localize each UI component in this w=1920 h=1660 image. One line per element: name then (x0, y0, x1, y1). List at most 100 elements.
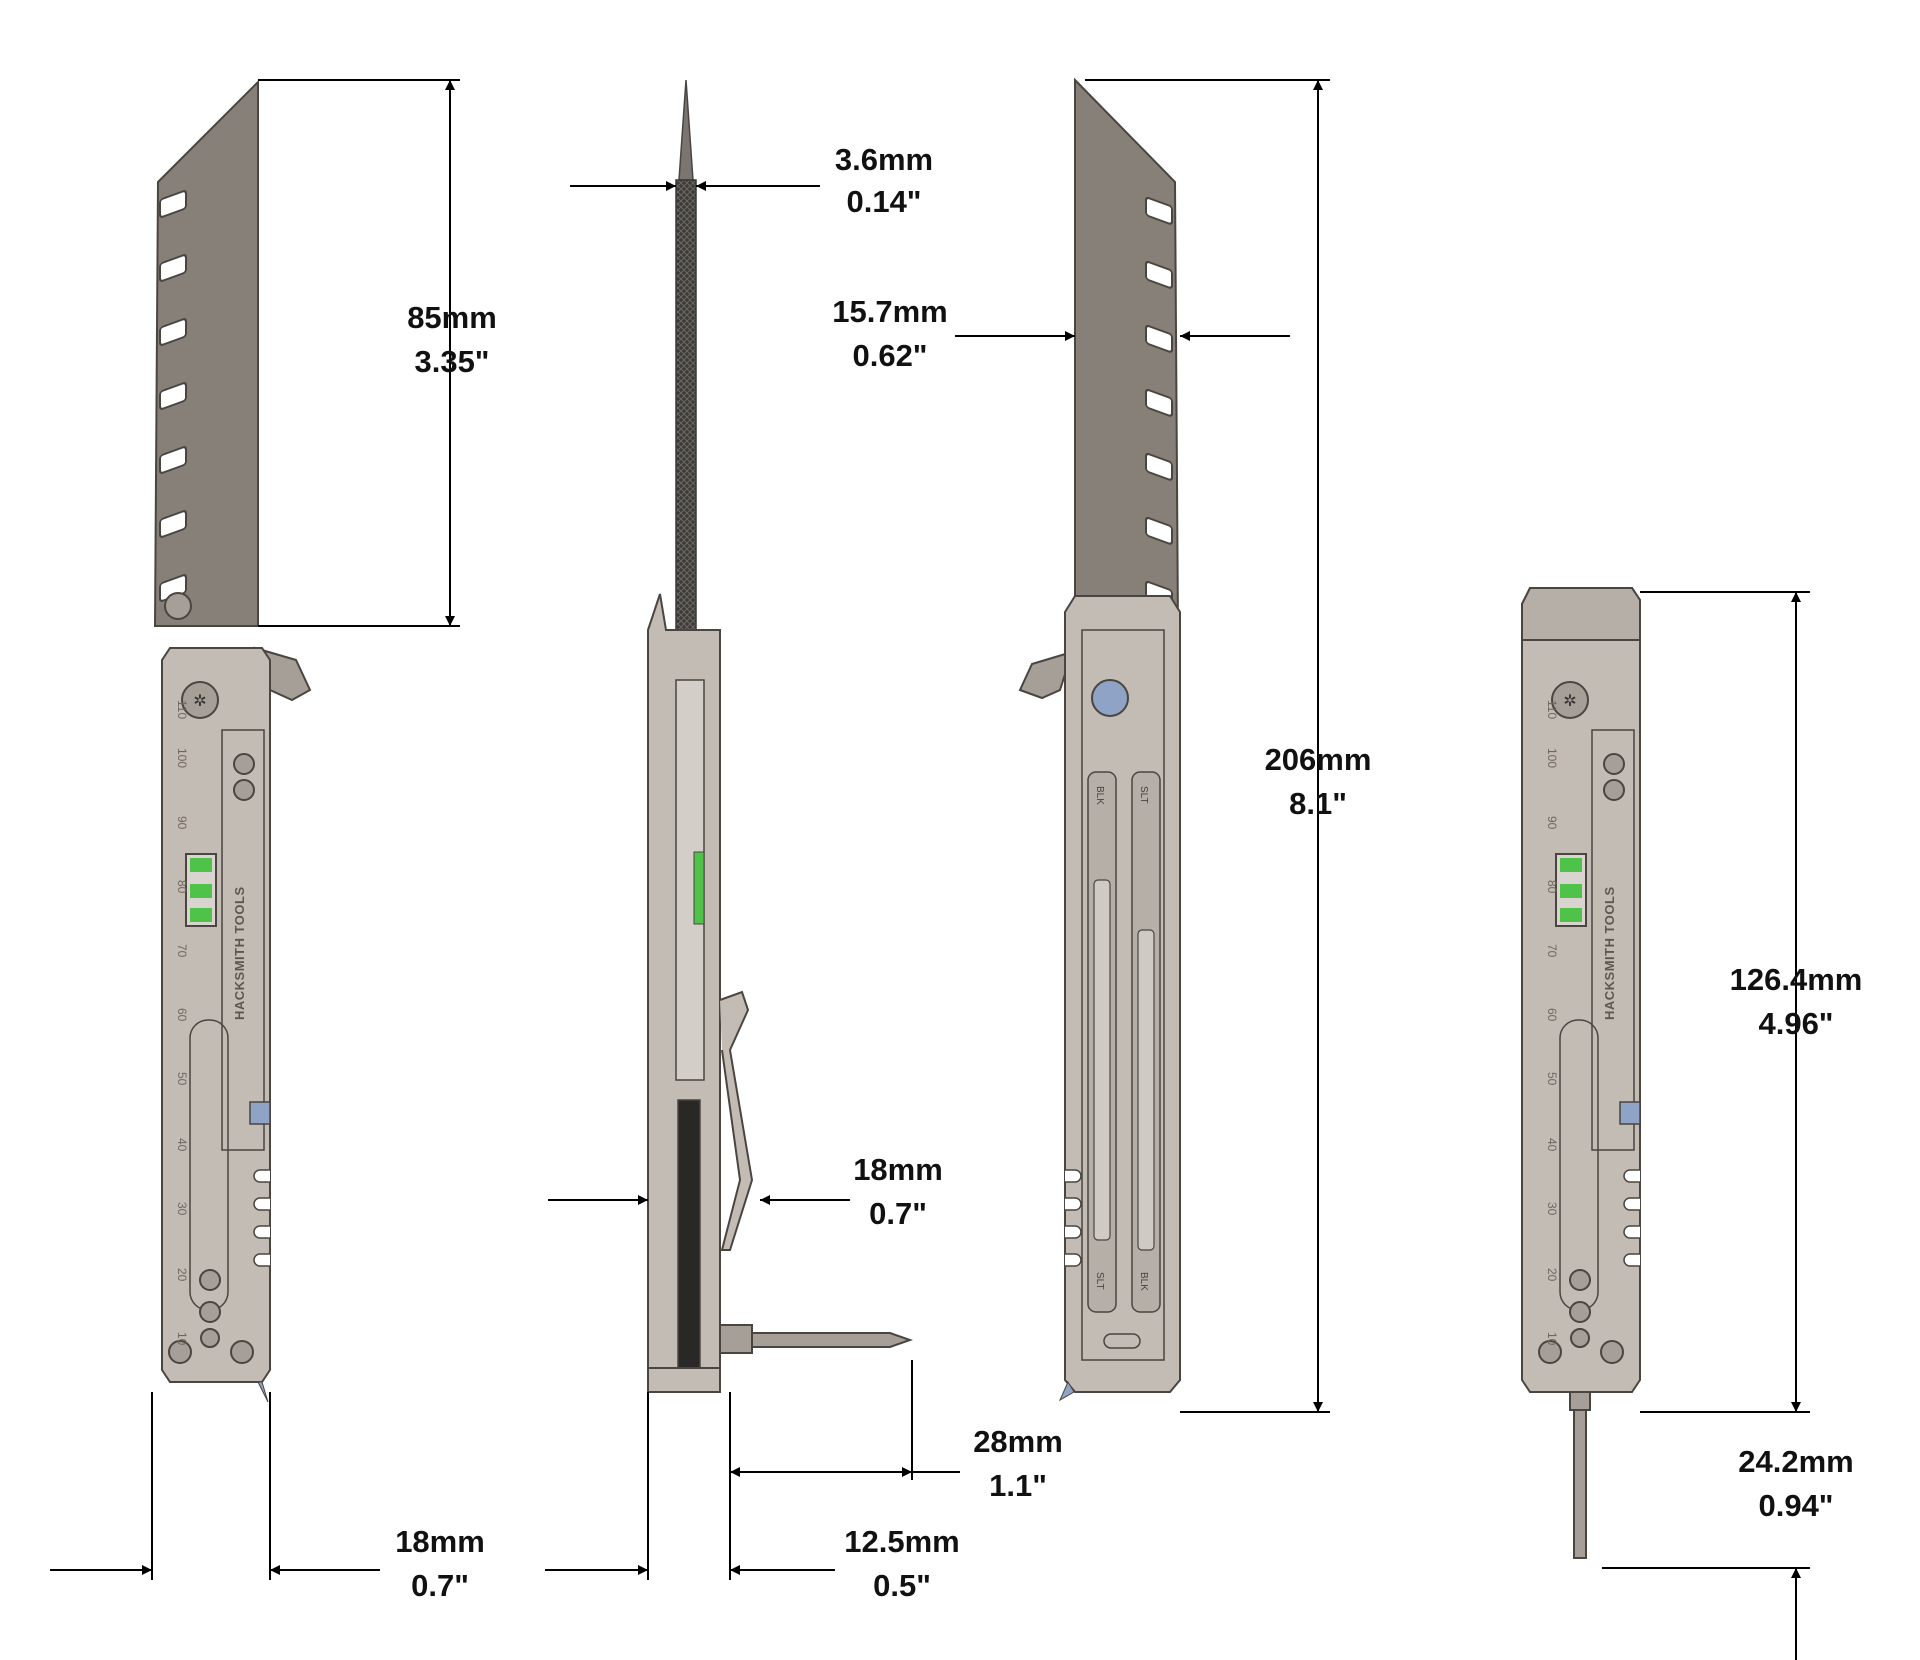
spike-width-mm: 3.6mm (835, 142, 933, 177)
side-offset-in: 0.5" (873, 1568, 931, 1603)
handle-width-mm: 18mm (395, 1524, 485, 1559)
blade-length-in: 3.35" (414, 344, 489, 379)
svg-text:90: 90 (175, 816, 189, 830)
svg-text:100: 100 (1545, 748, 1559, 768)
svg-text:70: 70 (175, 944, 189, 958)
handle-inner-frame (221, 729, 265, 1151)
screw-icon (1600, 1340, 1624, 1364)
svg-text:20: 20 (1545, 1268, 1559, 1282)
side-thickness-in: 0.7" (869, 1196, 927, 1231)
screw-icon (1569, 1301, 1591, 1323)
closed-length-in: 4.96" (1758, 1006, 1833, 1041)
blade-stop-pin (164, 592, 192, 620)
lanyard-slot (1103, 1333, 1141, 1349)
clip-label: SLT (1138, 786, 1149, 804)
side-offset-mm: 12.5mm (844, 1524, 959, 1559)
overall-length-in: 8.1" (1289, 786, 1347, 821)
side-clip (719, 990, 754, 1251)
blade-width-in: 0.62" (852, 338, 927, 373)
screw-icon (1538, 1340, 1562, 1364)
spike-width-in: 0.14" (846, 184, 921, 219)
side-bit-holder (719, 1324, 753, 1354)
bubble-level (185, 853, 217, 927)
ruler-scale-front: 110 100 90 80 70 60 50 40 30 20 10 (175, 700, 189, 1346)
closed-length-mm: 126.4mm (1730, 962, 1863, 997)
lanyard-screw-closed (1570, 1328, 1590, 1348)
screw-icon (199, 1269, 221, 1291)
handle-inner-frame-closed (1591, 729, 1635, 1151)
bit-length-in: 1.1" (989, 1468, 1047, 1503)
grip-notches (253, 1169, 270, 1267)
svg-text:80: 80 (1545, 880, 1559, 894)
dimension-lines (50, 79, 1810, 1660)
flipper-tab-back (1018, 650, 1074, 700)
blade-width-mm: 15.7mm (832, 294, 947, 329)
svg-text:60: 60 (175, 1008, 189, 1022)
driver-collar (1569, 1391, 1591, 1411)
blade-length-mm: 85mm (407, 300, 497, 335)
screw-icon (233, 779, 255, 801)
side-thickness-mm: 18mm (853, 1152, 943, 1187)
svg-text:40: 40 (175, 1138, 189, 1152)
bit-right (1137, 929, 1155, 1251)
svg-text:110: 110 (1545, 700, 1559, 719)
front-view-open: ✲ HACKSMITH TOOLS 110 100 90 80 70 (153, 79, 312, 1403)
svg-text:100: 100 (175, 748, 189, 768)
bit-left (1093, 879, 1111, 1241)
brand-text-closed: HACKSMITH TOOLS (1602, 886, 1617, 1020)
closed-spine (1521, 587, 1641, 641)
closed-view: ✲ HACKSMITH TOOLS 110 100 90 80 (1521, 587, 1641, 1559)
svg-text:80: 80 (175, 880, 189, 894)
overall-length-mm: 206mm (1265, 742, 1372, 777)
clip-label: BLK (1094, 786, 1105, 805)
svg-text:90: 90 (1545, 816, 1559, 830)
svg-text:30: 30 (1545, 1202, 1559, 1216)
blade-slots (159, 190, 187, 602)
svg-text:10: 10 (1545, 1332, 1559, 1346)
svg-text:10: 10 (175, 1332, 189, 1346)
screw-icon (1569, 1269, 1591, 1291)
handle-back-panel (1081, 629, 1165, 1361)
bit-length-mm: 28mm (973, 1424, 1063, 1459)
grip-notches-closed (1623, 1169, 1640, 1267)
side-base (647, 1367, 721, 1393)
screw-icon (1603, 753, 1625, 775)
bubble-level-closed (1555, 853, 1587, 927)
back-view-open: BLK SLT SLT BLK (1018, 77, 1181, 1402)
blade-slots-back (1145, 196, 1173, 609)
svg-text:110: 110 (175, 700, 189, 719)
driver-bit (1573, 1409, 1587, 1559)
side-bit (751, 1332, 914, 1348)
clip-label: SLT (1094, 1272, 1105, 1290)
svg-text:30: 30 (175, 1202, 189, 1216)
svg-text:50: 50 (1545, 1072, 1559, 1086)
screw-icon (168, 1340, 192, 1364)
svg-text:60: 60 (1545, 1008, 1559, 1022)
file-spike (678, 79, 694, 181)
blade-back (1074, 77, 1180, 631)
file-shaft (675, 179, 697, 681)
driver-extension-in: 0.94" (1758, 1488, 1833, 1523)
bit-tip-front (257, 1381, 269, 1403)
pivot-screw (181, 681, 219, 719)
blue-latch (249, 1101, 271, 1125)
lanyard-screw (200, 1328, 220, 1348)
blue-latch-closed (1619, 1101, 1641, 1125)
blade-front (153, 79, 259, 627)
pivot-screw-closed (1551, 681, 1589, 719)
svg-text:✲: ✲ (193, 693, 206, 710)
svg-text:20: 20 (175, 1268, 189, 1282)
brand-text: HACKSMITH TOOLS (232, 886, 247, 1020)
svg-text:✲: ✲ (1563, 693, 1576, 710)
clip-label: BLK (1138, 1272, 1149, 1291)
bit-tip-back (1058, 1380, 1075, 1402)
side-liner-dark (677, 1099, 701, 1371)
dimension-labels: 85mm 3.35" 3.6mm 0.14" 15.7mm 0.62" 206m… (395, 142, 1862, 1603)
screw-icon (1603, 779, 1625, 801)
ruler-scale-closed: 110 100 90 80 70 60 50 40 30 20 10 (1545, 700, 1559, 1346)
screw-icon (199, 1301, 221, 1323)
screw-icon (233, 753, 255, 775)
driver-extension-mm: 24.2mm (1738, 1444, 1853, 1479)
svg-text:70: 70 (1545, 944, 1559, 958)
